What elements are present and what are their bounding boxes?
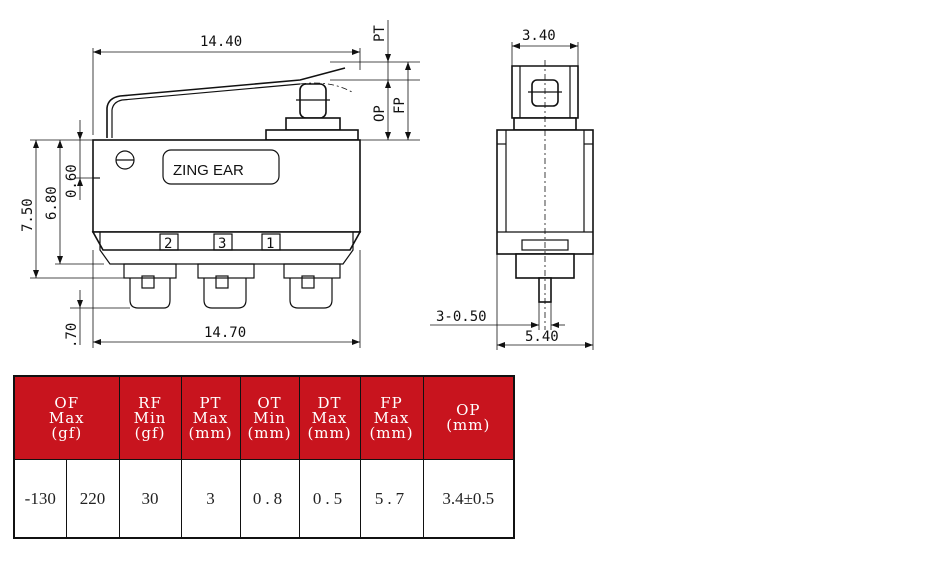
value-fp: 5.7	[359, 459, 424, 539]
front-view: 14.40 PT OP FP ZING EAR	[20, 20, 420, 348]
value-of-2: 220	[65, 459, 120, 539]
side-bracket	[511, 65, 579, 119]
value-dt: 0.5	[298, 459, 361, 539]
dim-bottom-offset: .70	[64, 323, 80, 348]
terminal	[197, 263, 255, 309]
terminal	[283, 263, 341, 309]
value-of-1: -130	[13, 459, 67, 539]
plunger	[299, 83, 327, 119]
dim-total-width: 14.40	[200, 34, 242, 50]
label-op: OP	[372, 105, 388, 122]
label-fp: FP	[392, 97, 408, 114]
brand-text: ZING EAR	[173, 162, 244, 179]
value-ot: 0.8	[239, 459, 300, 539]
dim-base-width: 14.70	[204, 325, 246, 341]
terminal-label-1: 2	[164, 236, 172, 252]
side-view: 3.40 3-0.50 5.40	[430, 28, 594, 350]
dim-bottom-width: 5.40	[525, 329, 559, 345]
terminal	[123, 263, 177, 309]
value-pt: 3	[180, 459, 241, 539]
brand-plate	[162, 149, 280, 185]
lever-arm	[106, 67, 346, 138]
value-rf: 30	[118, 459, 182, 539]
value-op: 3.4±0.5	[422, 459, 515, 539]
table-row: -130 220 30 3 0.8 0.5 5.7 3.4±0.5	[13, 459, 515, 539]
terminal-label-2: 3	[218, 236, 226, 252]
dim-height-body: 6.80	[44, 186, 60, 220]
dim-height-offset: 0.60	[64, 164, 80, 198]
header-op: OP(mm)	[422, 375, 515, 460]
plunger-housing	[285, 117, 341, 131]
dim-height-total: 7.50	[20, 198, 36, 232]
terminal-label-3: 1	[266, 236, 274, 252]
dim-pin-width: 3-0.50	[436, 309, 487, 325]
switch-body	[92, 139, 361, 233]
dim-top-width: 3.40	[522, 28, 556, 44]
label-pt: PT	[372, 25, 388, 42]
